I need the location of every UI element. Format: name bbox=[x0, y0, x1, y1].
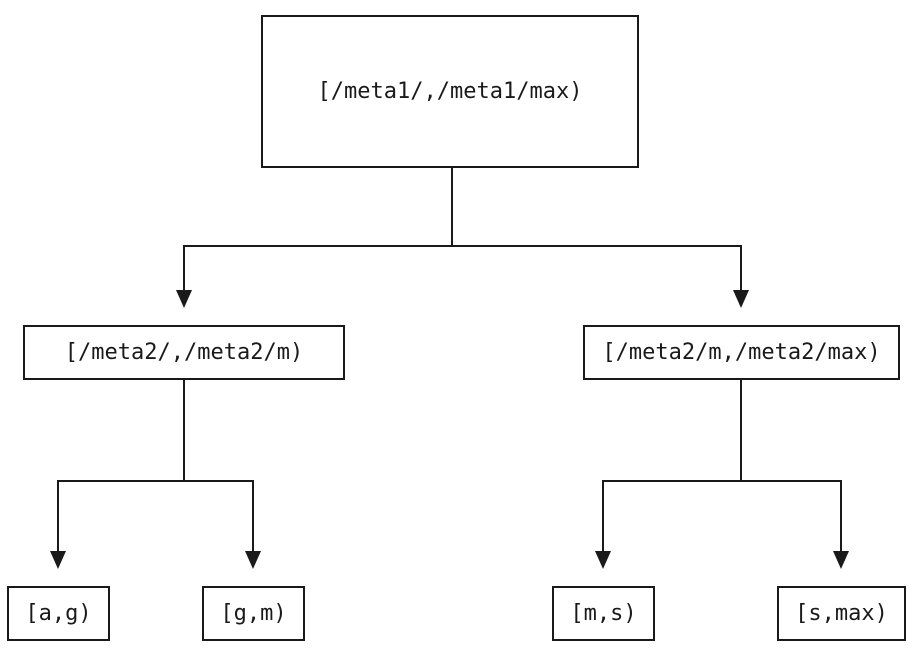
arrowhead-leaf-gm bbox=[245, 551, 261, 569]
arrowhead-leaf-ag bbox=[50, 551, 66, 569]
tree-leaf-smax: [s,max) bbox=[777, 586, 906, 641]
tree-node-meta2-lower-label: [/meta2/,/meta2/m) bbox=[64, 340, 304, 365]
arrowhead-right bbox=[733, 290, 749, 308]
tree-leaf-ag: [a,g) bbox=[7, 586, 110, 641]
tree-leaf-gm: [g,m) bbox=[202, 586, 305, 641]
tree-node-meta2-lower: [/meta2/,/meta2/m) bbox=[23, 325, 345, 380]
arrowhead-left bbox=[176, 290, 192, 308]
tree-leaf-gm-label: [g,m) bbox=[220, 601, 287, 626]
arrowhead-leaf-smax bbox=[833, 551, 849, 569]
tree-node-meta2-upper: [/meta2/m,/meta2/max) bbox=[583, 325, 900, 380]
tree-leaf-smax-label: [s,max) bbox=[795, 601, 888, 626]
tree-node-meta2-upper-label: [/meta2/m,/meta2/max) bbox=[602, 340, 881, 365]
tree-leaf-ms-label: [m,s) bbox=[570, 601, 637, 626]
tree-leaf-ms: [m,s) bbox=[552, 586, 655, 641]
tree-node-root-label: [/meta1/,/meta1/max) bbox=[317, 79, 583, 104]
arrowhead-leaf-ms bbox=[595, 551, 611, 569]
tree-leaf-ag-label: [a,g) bbox=[25, 601, 92, 626]
tree-node-root: [/meta1/,/meta1/max) bbox=[261, 15, 639, 168]
